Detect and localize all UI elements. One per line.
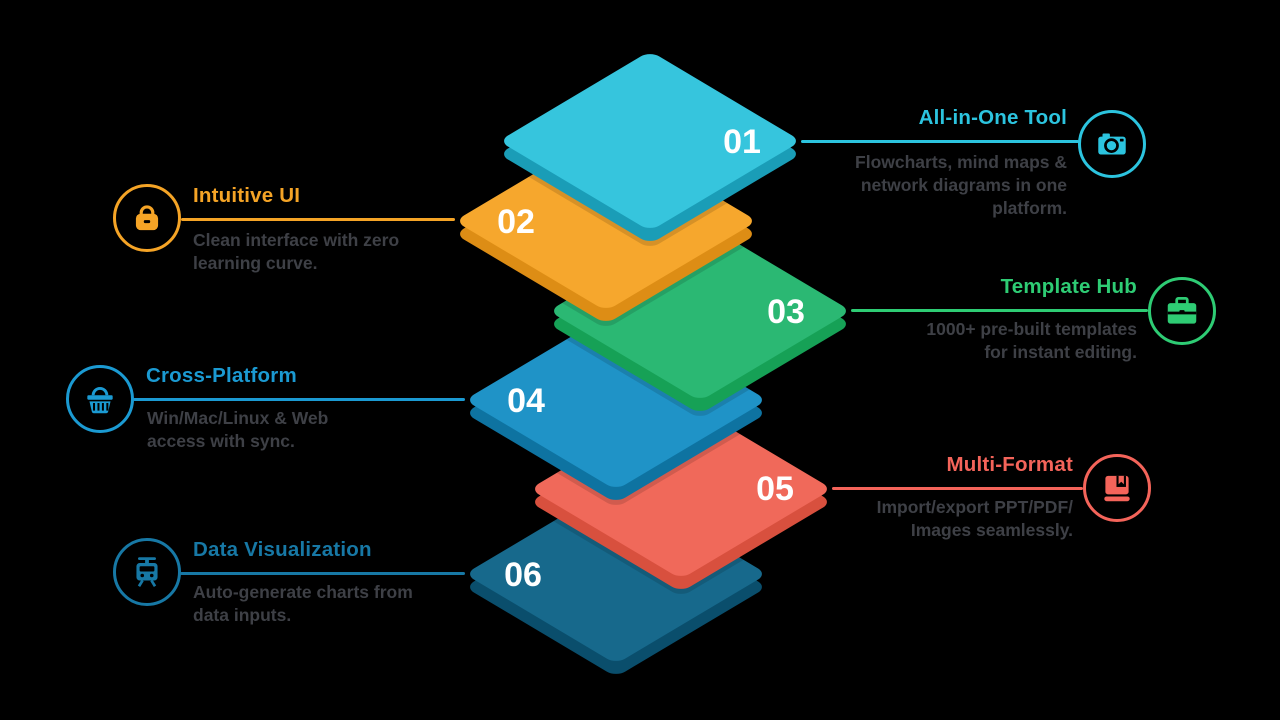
callout-03-title: Template Hub (1000, 275, 1137, 298)
callout-05-title: Multi-Format (946, 453, 1073, 476)
connector-line-02 (181, 218, 455, 221)
callout-01: All-in-One Tool (919, 106, 1067, 130)
callout-06: Data Visualization (193, 538, 372, 562)
callout-02-title: Intuitive UI (193, 184, 301, 207)
handbag-icon (135, 205, 159, 231)
callout-01-ring (1078, 110, 1146, 178)
train-icon (136, 557, 158, 587)
callout-03-ring (1148, 277, 1216, 345)
layer-04-number: 04 (507, 382, 545, 420)
callout-05-ring (1083, 454, 1151, 522)
connector-line-06 (180, 572, 465, 575)
layer-06-number: 06 (504, 556, 542, 594)
callout-04: Cross-Platform (146, 364, 297, 388)
layer-01 (504, 54, 796, 241)
callout-06-title: Data Visualization (193, 538, 372, 561)
callout-04-desc: Win/Mac/Linux & Web access with sync. (147, 408, 329, 451)
callout-05: Multi-Format (946, 453, 1073, 477)
callout-03-desc: 1000+ pre-built templates for instant ed… (926, 319, 1137, 362)
book-icon (1104, 475, 1130, 502)
connector-line-05 (832, 487, 1083, 490)
callout-03: Template Hub (1001, 275, 1137, 299)
callout-04-ring (66, 365, 134, 433)
camera-icon (1098, 133, 1126, 155)
callout-01-desc: Flowcharts, mind maps & network diagrams… (855, 152, 1067, 218)
callout-01-title: All-in-One Tool (918, 106, 1067, 129)
callout-02-desc: Clean interface with zero learning curve… (193, 230, 400, 273)
connector-line-03 (851, 309, 1148, 312)
layer-03-number: 03 (767, 293, 805, 331)
callout-06-desc: Auto-generate charts from data inputs. (193, 582, 413, 625)
basket-icon (87, 386, 113, 414)
layer-01-number: 01 (723, 123, 761, 161)
layer-02-number: 02 (497, 203, 535, 241)
callout-06-ring (113, 538, 181, 606)
connector-line-04 (133, 398, 465, 401)
callout-02-ring (113, 184, 181, 252)
briefcase-icon (1167, 296, 1197, 324)
layer-05-number: 05 (756, 470, 794, 508)
callout-02: Intuitive UI (193, 184, 300, 208)
callout-05-desc: Import/export PPT/PDF/ Images seamlessly… (876, 497, 1073, 540)
connector-line-01 (801, 140, 1079, 143)
callout-04-title: Cross-Platform (146, 364, 297, 387)
